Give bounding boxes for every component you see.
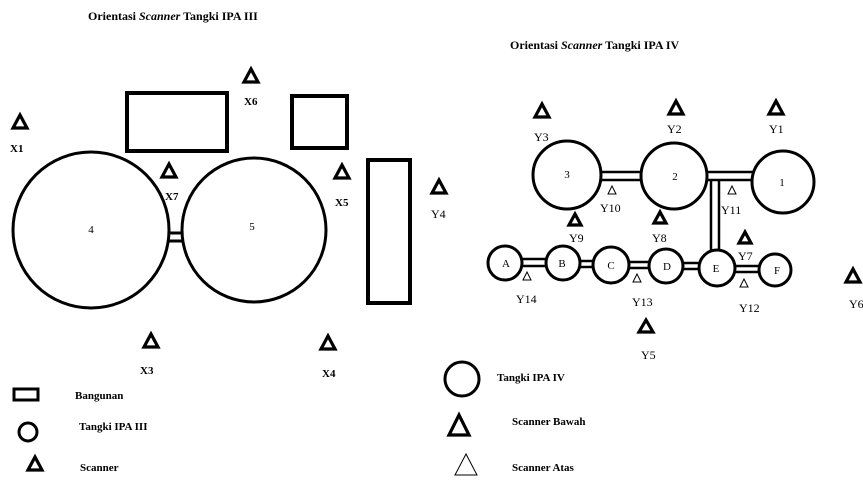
scanner-y13-label: Y13 [632, 295, 653, 309]
right-top-scanner-markers [522, 184, 749, 288]
scanner-y7-icon [736, 228, 754, 245]
scanner-x7-label: X7 [165, 191, 179, 203]
tank-e [697, 248, 737, 288]
scanner-x3-icon [141, 330, 161, 349]
scanner-y7-label: Y7 [738, 249, 753, 263]
scanner-x1-icon [10, 111, 30, 130]
scanner-y10-label: Y10 [600, 201, 621, 215]
left-legend: Bangunan Tangki IPA III Scanner [12, 387, 147, 474]
left-panel-title: Orientasi Scanner Tangki IPA III [88, 9, 258, 23]
scanner-y8-icon [651, 208, 669, 225]
scanner-x6-label: X6 [244, 96, 258, 108]
right-panel-title: Orientasi Scanner Tangki IPA IV [510, 38, 679, 52]
right-tanks [486, 139, 816, 288]
left-scanner-markers [10, 65, 449, 351]
legend-scanner-top-icon [454, 452, 478, 476]
scanner-y14-label: Y14 [516, 292, 537, 306]
scanner-x5-label: X5 [335, 197, 349, 209]
scanner-y11-label: Y11 [721, 203, 741, 217]
scanner-y4-icon [429, 176, 449, 195]
tank-d-label: D [663, 261, 671, 273]
scanner-y12-icon [739, 277, 749, 288]
legend-scanner-bottom-icon [446, 411, 472, 437]
scanner-y1-icon [766, 97, 786, 116]
tank-4 [11, 150, 171, 310]
legend-tank-ipa4-label: Tangki IPA IV [497, 372, 565, 384]
tank-d [647, 247, 685, 285]
scanner-y2-label: Y2 [667, 122, 682, 136]
tank-3-label: 3 [564, 169, 570, 181]
scanner-y11-icon [727, 184, 737, 195]
tank-b [544, 244, 582, 282]
tank-a [486, 244, 524, 282]
building-rect-2 [290, 94, 349, 150]
tank-f-label: F [774, 265, 780, 277]
tank-3 [531, 139, 603, 211]
scanner-y13-icon [632, 272, 642, 283]
scanner-x4-label: X4 [322, 368, 336, 380]
tank-5 [180, 156, 328, 304]
tank-5-label: 5 [249, 221, 255, 233]
legend-scanner-label: Scanner [80, 462, 119, 474]
scanner-y10-icon [607, 184, 617, 195]
scanner-y14-icon [522, 270, 532, 281]
tank-c-label: C [607, 260, 614, 272]
scanner-y4-label: Y4 [431, 207, 446, 221]
scanner-y1-label: Y1 [769, 122, 784, 136]
scanner-y5-icon [636, 316, 656, 334]
scanner-x7-icon [159, 160, 179, 179]
scanner-x6-icon [241, 65, 261, 84]
right-bottom-scanner-markers [532, 97, 863, 334]
tank-1-label: 1 [779, 177, 785, 189]
right-pipes [522, 170, 760, 274]
tank-f [757, 252, 793, 288]
tank-2 [639, 141, 709, 211]
tank-b-label: B [558, 258, 565, 270]
building-rect-1 [125, 91, 229, 153]
scanner-y2-icon [666, 97, 686, 116]
scanner-x4-icon [318, 332, 338, 351]
tank-c [591, 245, 631, 285]
scanner-y6-icon [843, 265, 863, 284]
legend-tank-ipa4-icon [443, 360, 481, 398]
scanner-y8-label: Y8 [652, 231, 667, 245]
legend-scanner-icon [25, 453, 45, 472]
scanner-y9-icon [566, 210, 584, 227]
legend-building-label: Bangunan [75, 390, 123, 402]
legend-tank-ipa3-label: Tangki IPA III [79, 421, 147, 433]
tank-1 [750, 149, 816, 215]
scanner-x5-icon [332, 161, 352, 180]
tank-a-label: A [502, 258, 510, 270]
tank-e-label: E [713, 263, 720, 275]
scanner-x1-label: X1 [10, 143, 23, 155]
scanner-x3-label: X3 [140, 365, 154, 377]
legend-scanner-top-label: Scanner Atas [512, 462, 575, 474]
building-rect-3 [366, 158, 412, 305]
legend-scanner-bottom-label: Scanner Bawah [512, 416, 585, 428]
right-legend: Tangki IPA IV Scanner Bawah Scanner Atas [443, 360, 585, 476]
left-tanks [11, 150, 328, 310]
scanner-y6-label: Y6 [849, 297, 863, 311]
scanner-y3-label: Y3 [534, 130, 549, 144]
legend-building-icon [12, 387, 40, 402]
scanner-y9-label: Y9 [569, 231, 584, 245]
scanner-y12-label: Y12 [739, 301, 760, 315]
scanner-y3-icon [532, 100, 552, 119]
legend-tank-ipa3-icon [17, 421, 39, 443]
left-buildings [125, 91, 412, 305]
tank-4-label: 4 [88, 224, 94, 236]
tank-2-label: 2 [672, 171, 678, 183]
scanner-y5-label: Y5 [641, 348, 656, 362]
